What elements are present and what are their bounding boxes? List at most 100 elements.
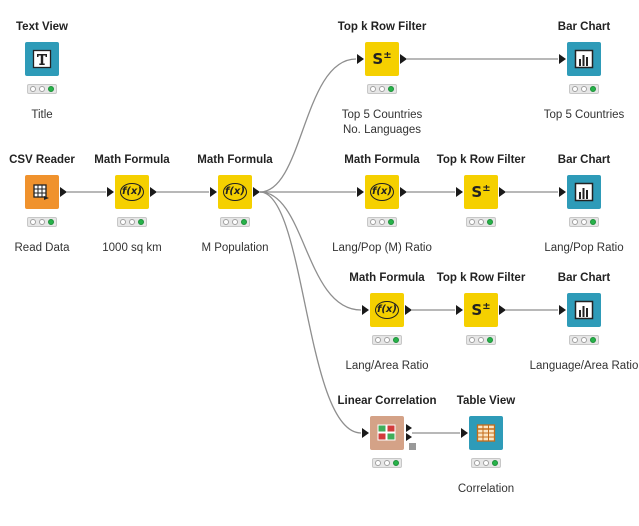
table-glyph-icon: [469, 416, 503, 450]
textview-node-icon[interactable]: [25, 42, 59, 76]
node-label[interactable]: Top 5 Countries: [543, 109, 625, 121]
status-light: [482, 460, 489, 466]
csv-glyph-icon: [25, 175, 59, 209]
status-green-light: [47, 86, 54, 92]
math-glyph-icon: f(x): [370, 293, 404, 327]
status-indicator: [466, 217, 496, 227]
topk-node-icon[interactable]: S±: [456, 293, 506, 327]
node-label[interactable]: 1000 sq km: [102, 242, 162, 254]
status-indicator: [220, 217, 250, 227]
node-label[interactable]: Lang/Pop (M) Ratio: [332, 242, 432, 254]
status-light: [370, 219, 377, 225]
node-corr[interactable]: Linear Correlation: [317, 395, 457, 526]
node-title: Math Formula: [94, 154, 170, 166]
topk-glyph-icon: S±: [372, 50, 392, 68]
node-title: Bar Chart: [557, 154, 611, 166]
node-label[interactable]: Top 5 Countries No. Languages: [341, 109, 423, 136]
node-title: Math Formula: [344, 154, 420, 166]
bar-node-icon[interactable]: [559, 42, 601, 76]
status-light: [474, 460, 481, 466]
node-math4[interactable]: Math Formula f(x) Lang/Area Ratio: [317, 272, 457, 403]
status-light: [38, 86, 45, 92]
topk-glyph-icon: S±: [471, 183, 491, 201]
node-label[interactable]: Language/Area Ratio: [529, 360, 639, 372]
node-math3[interactable]: Math Formula f(x) Lang/Pop (M) Ratio: [312, 154, 452, 285]
status-indicator: [367, 217, 397, 227]
topk-node-icon[interactable]: S±: [456, 175, 506, 209]
node-math1[interactable]: Math Formula f(x) 1000 sq km: [62, 154, 202, 285]
bar-node-icon[interactable]: [559, 175, 601, 209]
node-title: Table View: [456, 395, 516, 407]
connections: [67, 58, 558, 434]
node-label[interactable]: Lang/Pop Ratio: [544, 242, 624, 254]
status-green-light: [137, 219, 144, 225]
connection-math2-corr[interactable]: [259, 191, 362, 434]
node-label[interactable]: Correlation: [457, 483, 515, 495]
node-title: Top k Row Filter: [337, 21, 427, 33]
status-green-light: [486, 219, 493, 225]
status-light: [378, 219, 385, 225]
table-node-icon[interactable]: [461, 416, 503, 450]
node-label[interactable]: Read Data: [14, 242, 70, 254]
status-green-light: [589, 86, 596, 92]
node-title: Linear Correlation: [337, 395, 437, 407]
status-light: [383, 460, 390, 466]
math-node-icon[interactable]: f(x): [357, 175, 407, 209]
status-indicator: [569, 217, 599, 227]
status-light: [128, 219, 135, 225]
node-title: Top k Row Filter: [436, 154, 526, 166]
status-light: [580, 219, 587, 225]
status-indicator: [471, 458, 501, 468]
math-glyph-icon: f(x): [365, 175, 399, 209]
topk-glyph-icon: S±: [471, 301, 491, 319]
status-indicator: [466, 335, 496, 345]
node-label[interactable]: Title: [31, 109, 53, 121]
status-indicator: [27, 217, 57, 227]
status-light: [477, 337, 484, 343]
node-title: CSV Reader: [9, 154, 75, 166]
status-green-light: [387, 86, 394, 92]
status-light: [383, 337, 390, 343]
status-light: [469, 219, 476, 225]
bar-glyph-icon: [567, 42, 601, 76]
status-light: [580, 86, 587, 92]
math-node-icon[interactable]: f(x): [107, 175, 157, 209]
status-green-light: [486, 337, 493, 343]
bar-node-icon[interactable]: [559, 293, 601, 327]
node-label[interactable]: Lang/Area Ratio: [345, 360, 429, 372]
status-indicator: [372, 458, 402, 468]
status-green-light: [589, 219, 596, 225]
node-label[interactable]: M Population: [201, 242, 269, 254]
status-light: [370, 86, 377, 92]
connection-math2-topk1[interactable]: [259, 58, 357, 193]
status-indicator: [27, 84, 57, 94]
math-node-icon[interactable]: f(x): [362, 293, 412, 327]
status-green-light: [387, 219, 394, 225]
node-title: Math Formula: [349, 272, 425, 284]
csv-node-icon[interactable]: [25, 175, 67, 209]
status-light: [375, 460, 382, 466]
status-light: [38, 219, 45, 225]
status-indicator: [569, 335, 599, 345]
connection-math2-math4[interactable]: [259, 191, 362, 311]
status-indicator: [367, 84, 397, 94]
node-title: Text View: [16, 21, 68, 33]
status-light: [231, 219, 238, 225]
corr-node-icon[interactable]: [362, 416, 416, 450]
status-light: [477, 219, 484, 225]
math-glyph-icon: f(x): [218, 175, 252, 209]
status-green-light: [392, 460, 399, 466]
math-node-icon[interactable]: f(x): [210, 175, 260, 209]
topk-node-icon[interactable]: S±: [357, 42, 407, 76]
